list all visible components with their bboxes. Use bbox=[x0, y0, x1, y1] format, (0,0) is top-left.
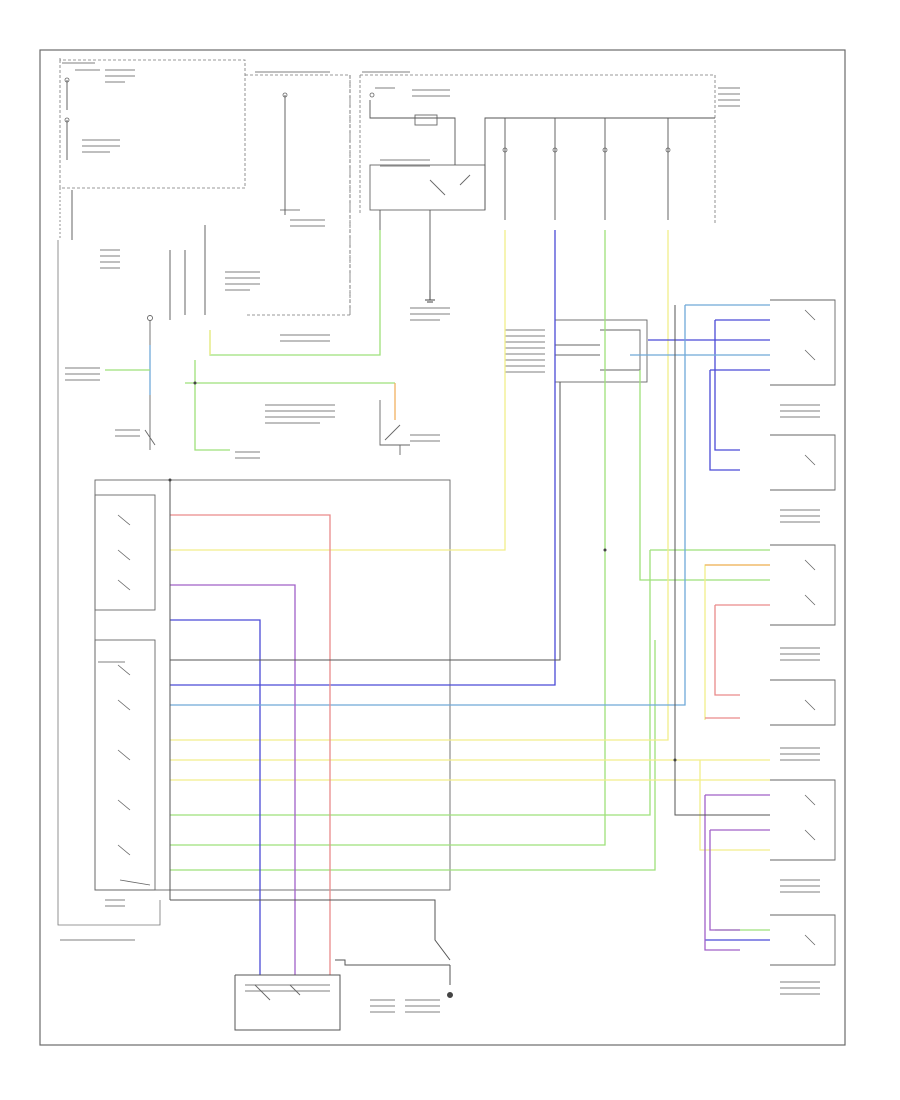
dash-fuse-box bbox=[245, 74, 351, 316]
driver-lock-actuator bbox=[254, 984, 301, 1001]
fuse-markers bbox=[64, 77, 671, 153]
key-switch-symbols bbox=[144, 315, 410, 455]
actuator-switch-symbols bbox=[804, 309, 816, 946]
bottom-ground-symbol bbox=[447, 992, 453, 998]
lightblue-wires bbox=[149, 304, 770, 706]
red-wires bbox=[170, 514, 770, 975]
dashed-harness-border bbox=[57, 240, 161, 926]
splice-points bbox=[168, 381, 677, 762]
fine-print-labels bbox=[60, 62, 820, 1013]
black-wires bbox=[169, 305, 770, 1031]
power-feed-wires bbox=[66, 80, 715, 320]
blue-wires bbox=[170, 230, 770, 975]
ground-symbol bbox=[425, 290, 435, 303]
green-wires bbox=[170, 230, 770, 931]
orange-wires bbox=[394, 383, 770, 566]
right-actuator-boxes bbox=[770, 299, 836, 966]
underhood-fuse-box bbox=[59, 58, 246, 240]
internal-switch-symbols bbox=[117, 514, 151, 886]
power-door-lock-relay-box bbox=[369, 114, 486, 211]
under-dash-fuse-relay-box bbox=[359, 74, 716, 225]
purple-wires bbox=[170, 584, 770, 975]
control-module-box bbox=[554, 319, 648, 383]
diagram-frame bbox=[39, 49, 846, 1046]
